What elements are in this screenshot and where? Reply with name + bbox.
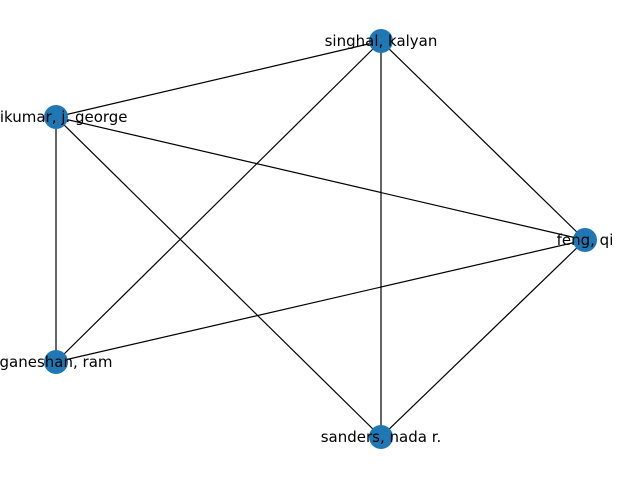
node-label-singhal: singhal, kalyan xyxy=(325,32,438,50)
node-label-ganeshan: ganeshan, ram xyxy=(0,353,112,371)
node-feng xyxy=(573,228,597,252)
node-karthikumar xyxy=(44,105,68,129)
node-label-karthikumar: thikumar, j. george xyxy=(0,108,128,126)
edge-karthikumar-feng xyxy=(55,116,586,241)
labels-layer: singhal, kalyan thikumar, j. george feng, … xyxy=(0,32,613,446)
edge-karthikumar-sanders xyxy=(55,116,382,438)
node-singhal xyxy=(369,29,393,53)
edge-singhal-karthikumar xyxy=(55,40,382,118)
node-ganeshan xyxy=(44,350,68,374)
edge-singhal-feng xyxy=(380,40,586,241)
node-sanders xyxy=(369,425,393,449)
node-label-sanders: sanders, nada r. xyxy=(321,428,442,446)
edge-feng-ganeshan xyxy=(55,239,586,363)
node-label-feng: feng, qi xyxy=(557,231,614,249)
edge-feng-sanders xyxy=(380,239,586,438)
nodes-layer xyxy=(44,29,597,449)
edge-singhal-ganeshan xyxy=(55,40,382,363)
edges-layer xyxy=(55,40,586,438)
